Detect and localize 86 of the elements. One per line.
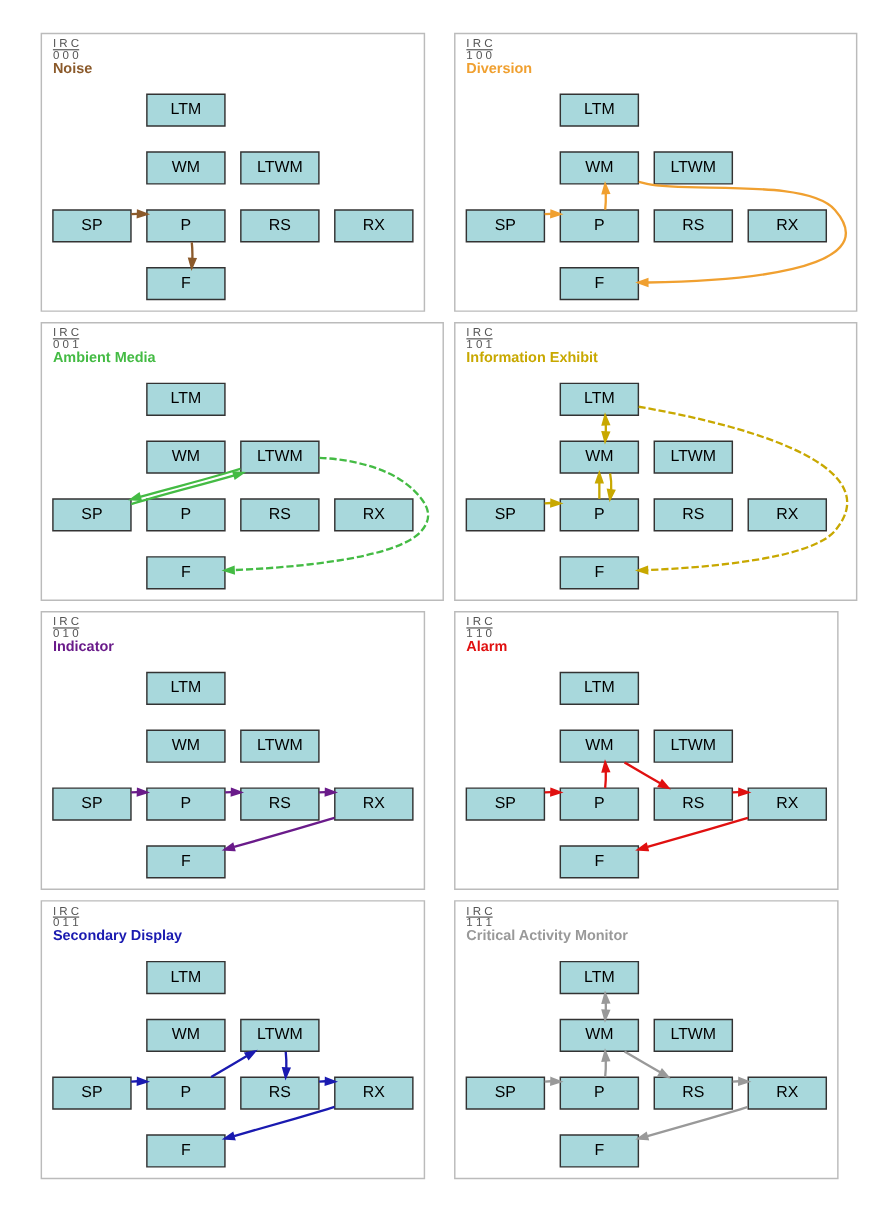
node-box: SP bbox=[51, 209, 131, 243]
node-box: WM bbox=[558, 729, 639, 763]
node-box: RS bbox=[652, 787, 733, 821]
node-box: RS bbox=[239, 787, 319, 821]
arrow bbox=[622, 1050, 671, 1079]
node-box: RS bbox=[652, 1076, 733, 1110]
node-box: RS bbox=[239, 1076, 319, 1110]
arrow bbox=[130, 787, 150, 797]
node-box: LTM bbox=[145, 671, 225, 706]
node-box: WM bbox=[145, 440, 225, 474]
node-box: P bbox=[145, 787, 225, 821]
node-box: RX bbox=[746, 209, 827, 243]
node-box: RS bbox=[239, 209, 319, 243]
node-box: LTM bbox=[145, 382, 225, 416]
node-box: WM bbox=[145, 1018, 225, 1052]
node-box: P bbox=[558, 1076, 639, 1110]
node-box: RX bbox=[746, 1076, 827, 1110]
node-box: F bbox=[558, 556, 639, 590]
arrow bbox=[622, 761, 671, 790]
node-box: P bbox=[558, 498, 639, 532]
arrow bbox=[634, 180, 846, 288]
node-box: F bbox=[145, 1134, 225, 1168]
node-box: LTWM bbox=[239, 729, 319, 763]
node-box: P bbox=[558, 209, 639, 243]
node-box: P bbox=[558, 787, 639, 821]
node-box: RX bbox=[333, 1076, 413, 1110]
arrow bbox=[220, 816, 334, 852]
node-box: LTM bbox=[558, 93, 639, 127]
node-box: RX bbox=[333, 498, 413, 532]
node-box: LTWM bbox=[239, 1018, 319, 1052]
node-box: F bbox=[558, 267, 639, 301]
node-box: F bbox=[145, 267, 225, 301]
node-box: SP bbox=[51, 787, 131, 821]
node-box: WM bbox=[558, 1018, 639, 1052]
arrow bbox=[127, 467, 240, 502]
node-box: RS bbox=[652, 209, 733, 243]
node-box: LTWM bbox=[652, 1018, 733, 1052]
arrow bbox=[600, 759, 610, 789]
node-box: SP bbox=[51, 1076, 131, 1110]
node-box: P bbox=[145, 209, 225, 243]
node-box: P bbox=[145, 498, 225, 532]
node-box: RX bbox=[333, 787, 413, 821]
node-box: SP bbox=[464, 498, 545, 532]
node-box: RX bbox=[746, 787, 827, 821]
node-box: LTWM bbox=[652, 151, 733, 185]
arrow bbox=[633, 405, 847, 575]
node-box: WM bbox=[145, 729, 225, 763]
node-box: SP bbox=[464, 787, 545, 821]
node-box: RX bbox=[333, 209, 413, 243]
arrow bbox=[129, 471, 246, 506]
node-box: F bbox=[558, 1134, 639, 1168]
node-box: F bbox=[145, 556, 225, 590]
node-box: LTM bbox=[145, 93, 225, 127]
arrow bbox=[209, 1049, 257, 1078]
arrow bbox=[220, 1105, 334, 1141]
node-box: SP bbox=[464, 1076, 545, 1110]
arrow bbox=[731, 1076, 751, 1086]
node-box: WM bbox=[558, 440, 639, 474]
node-box: RS bbox=[239, 498, 319, 532]
node-box: P bbox=[145, 1076, 225, 1110]
node-box: WM bbox=[558, 151, 639, 185]
arrow bbox=[220, 456, 429, 575]
arrow bbox=[634, 1105, 748, 1141]
node-box: LTWM bbox=[239, 151, 319, 185]
arrow bbox=[600, 180, 610, 210]
arrow bbox=[318, 787, 337, 797]
arrow bbox=[186, 242, 197, 272]
node-box: LTWM bbox=[652, 440, 733, 474]
node-box: WM bbox=[145, 151, 225, 185]
node-box: SP bbox=[464, 209, 545, 243]
node-box: F bbox=[145, 845, 225, 879]
node-box: RS bbox=[652, 498, 733, 532]
node-box: LTM bbox=[558, 382, 639, 416]
node-box: LTWM bbox=[239, 440, 319, 474]
node-box: LTM bbox=[145, 960, 225, 995]
arrow bbox=[543, 1076, 563, 1086]
arrow bbox=[130, 1076, 150, 1086]
arrow bbox=[634, 816, 748, 852]
node-box: RX bbox=[746, 498, 827, 532]
arrow bbox=[318, 1076, 337, 1086]
node-box: LTM bbox=[558, 671, 639, 706]
node-box: LTWM bbox=[652, 729, 733, 763]
node-box: LTM bbox=[558, 960, 639, 995]
arrow bbox=[224, 787, 244, 797]
node-box: F bbox=[558, 845, 639, 879]
node-box: SP bbox=[51, 498, 131, 532]
